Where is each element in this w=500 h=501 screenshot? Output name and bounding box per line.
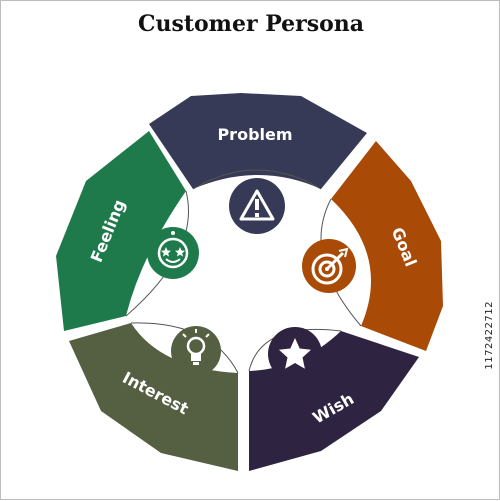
star-icon	[268, 327, 322, 381]
lightbulb-icon	[171, 326, 221, 376]
target-arrow-icon	[302, 239, 356, 293]
inner-curve-problem	[192, 169, 322, 190]
star-eyes-face-icon	[147, 227, 199, 279]
segment-goal	[331, 141, 443, 351]
diagram-title: Customer Persona	[137, 11, 365, 37]
warning-triangle-icon	[229, 178, 285, 234]
segment-interest	[69, 323, 238, 471]
segment-feeling	[56, 131, 186, 331]
segment-problem	[149, 93, 367, 189]
label-problem: Problem	[217, 125, 292, 144]
side-code: 1172422712	[484, 301, 495, 370]
